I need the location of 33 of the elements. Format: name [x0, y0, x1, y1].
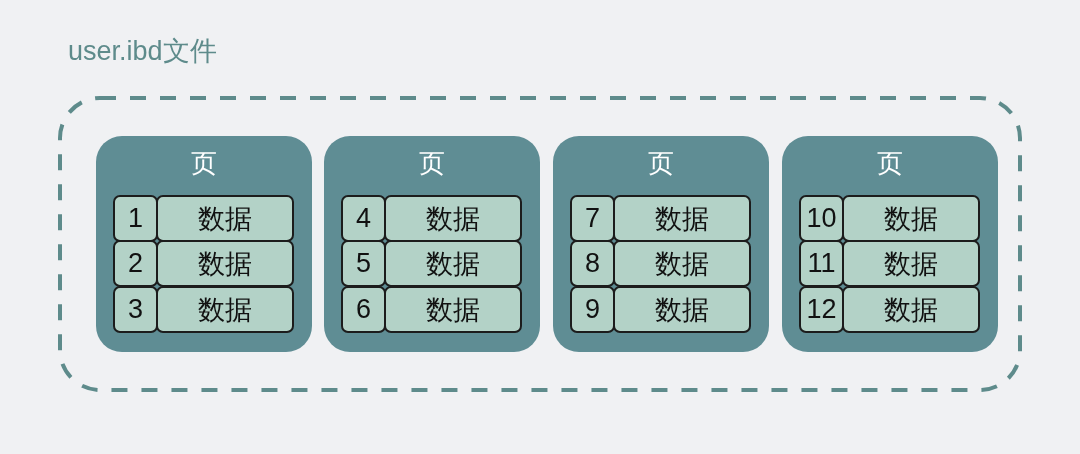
- row-number-cell: 6: [341, 286, 386, 333]
- row-number-cell: 12: [799, 286, 844, 333]
- data-cell: 数据: [156, 240, 294, 287]
- page-heading: 页: [647, 148, 675, 178]
- row-number-cell: 4: [341, 195, 386, 242]
- row-number-cell: 2: [113, 240, 158, 287]
- row-number-cell: 3: [113, 286, 158, 333]
- page-box: [553, 136, 769, 352]
- row-number-cell: 8: [570, 240, 615, 287]
- page-box: [782, 136, 998, 352]
- page-heading: 页: [418, 148, 446, 178]
- page-box: [96, 136, 312, 352]
- row-number-cell: 1: [113, 195, 158, 242]
- data-cell: 数据: [842, 240, 980, 287]
- data-cell: 数据: [613, 286, 751, 333]
- page-box: [324, 136, 540, 352]
- data-cell: 数据: [842, 286, 980, 333]
- row-number-cell: 5: [341, 240, 386, 287]
- page-heading: 页: [190, 148, 218, 178]
- data-cell: 数据: [384, 286, 522, 333]
- data-cell: 数据: [156, 195, 294, 242]
- row-number-cell: 11: [799, 240, 844, 287]
- file-title: user.ibd文件: [68, 35, 217, 68]
- data-cell: 数据: [156, 286, 294, 333]
- data-cell: 数据: [842, 195, 980, 242]
- data-cell: 数据: [613, 240, 751, 287]
- data-cell: 数据: [384, 240, 522, 287]
- data-cell: 数据: [384, 195, 522, 242]
- page-heading: 页: [876, 148, 904, 178]
- data-cell: 数据: [613, 195, 751, 242]
- row-number-cell: 9: [570, 286, 615, 333]
- row-number-cell: 10: [799, 195, 844, 242]
- row-number-cell: 7: [570, 195, 615, 242]
